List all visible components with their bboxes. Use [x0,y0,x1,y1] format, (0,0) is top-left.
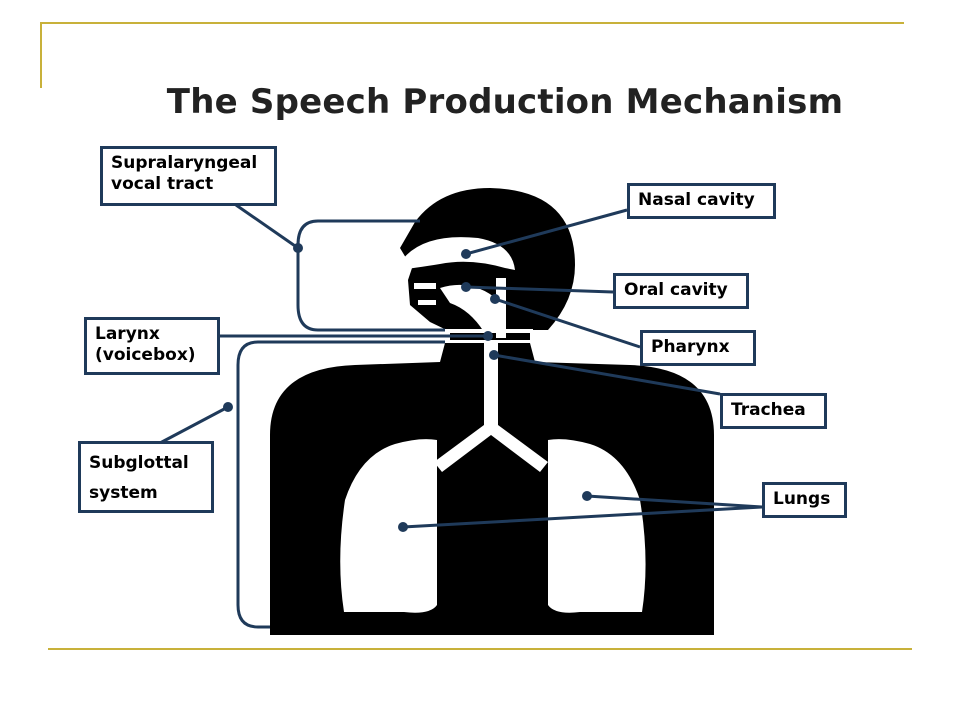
label-supralaryngeal-vocal-tract: Supralaryngeal vocal tract [100,146,277,206]
dot-larynx [483,331,493,341]
leader-lungs-left [402,505,763,529]
dot-oral [461,282,471,292]
leader-lungs-right [586,494,763,509]
leader-supralaryngeal [235,203,299,250]
supralaryngeal-bracket [296,219,445,332]
dot-nasal [461,249,471,259]
leader-pharynx [494,297,641,349]
larynx-gap [445,329,533,333]
label-subglottal-system: Subglottal system [78,441,214,513]
leader-nasal [465,208,628,256]
left-lung [340,439,437,613]
top-rule [40,22,904,24]
dot-pharynx [490,294,500,304]
label-larynx-voicebox: Larynx (voicebox) [84,317,220,375]
dot-trachea [489,350,499,360]
label-larynx-line1: Larynx [95,324,160,344]
larynx-gap-2 [445,340,533,343]
dot-lungs-right [582,491,592,501]
leader-oral [465,285,614,294]
oral-cavity-shape [440,284,502,332]
subglottal-bracket [236,340,445,629]
nasal-cavity-shape [398,237,515,270]
page-title: The Speech Production Mechanism [166,82,844,122]
leader-trachea [493,353,721,396]
label-oral-cavity: Oral cavity [613,273,749,309]
label-supralaryngeal-line1: Supralaryngeal [111,153,258,173]
left-rule [40,22,42,88]
label-larynx-line2: (voicebox) [95,345,196,365]
label-pharynx: Pharynx [640,330,756,366]
pharynx-tube [496,278,506,338]
label-trachea: Trachea [720,393,827,429]
bottom-rule [48,648,912,650]
label-subglottal-line1: Subglottal [89,453,189,473]
leader-subglottal [159,405,229,445]
label-supralaryngeal-line2: vocal tract [111,174,214,194]
dot-supralaryngeal [293,243,303,253]
label-nasal-cavity: Nasal cavity [627,183,776,219]
upper-teeth [414,283,436,289]
trachea-shape [434,343,548,472]
dot-lungs-left [398,522,408,532]
right-lung [548,439,646,613]
label-subglottal-line2: system [89,483,158,503]
label-lungs: Lungs [762,482,847,518]
lower-teeth [418,300,436,305]
dot-subglottal [223,402,233,412]
